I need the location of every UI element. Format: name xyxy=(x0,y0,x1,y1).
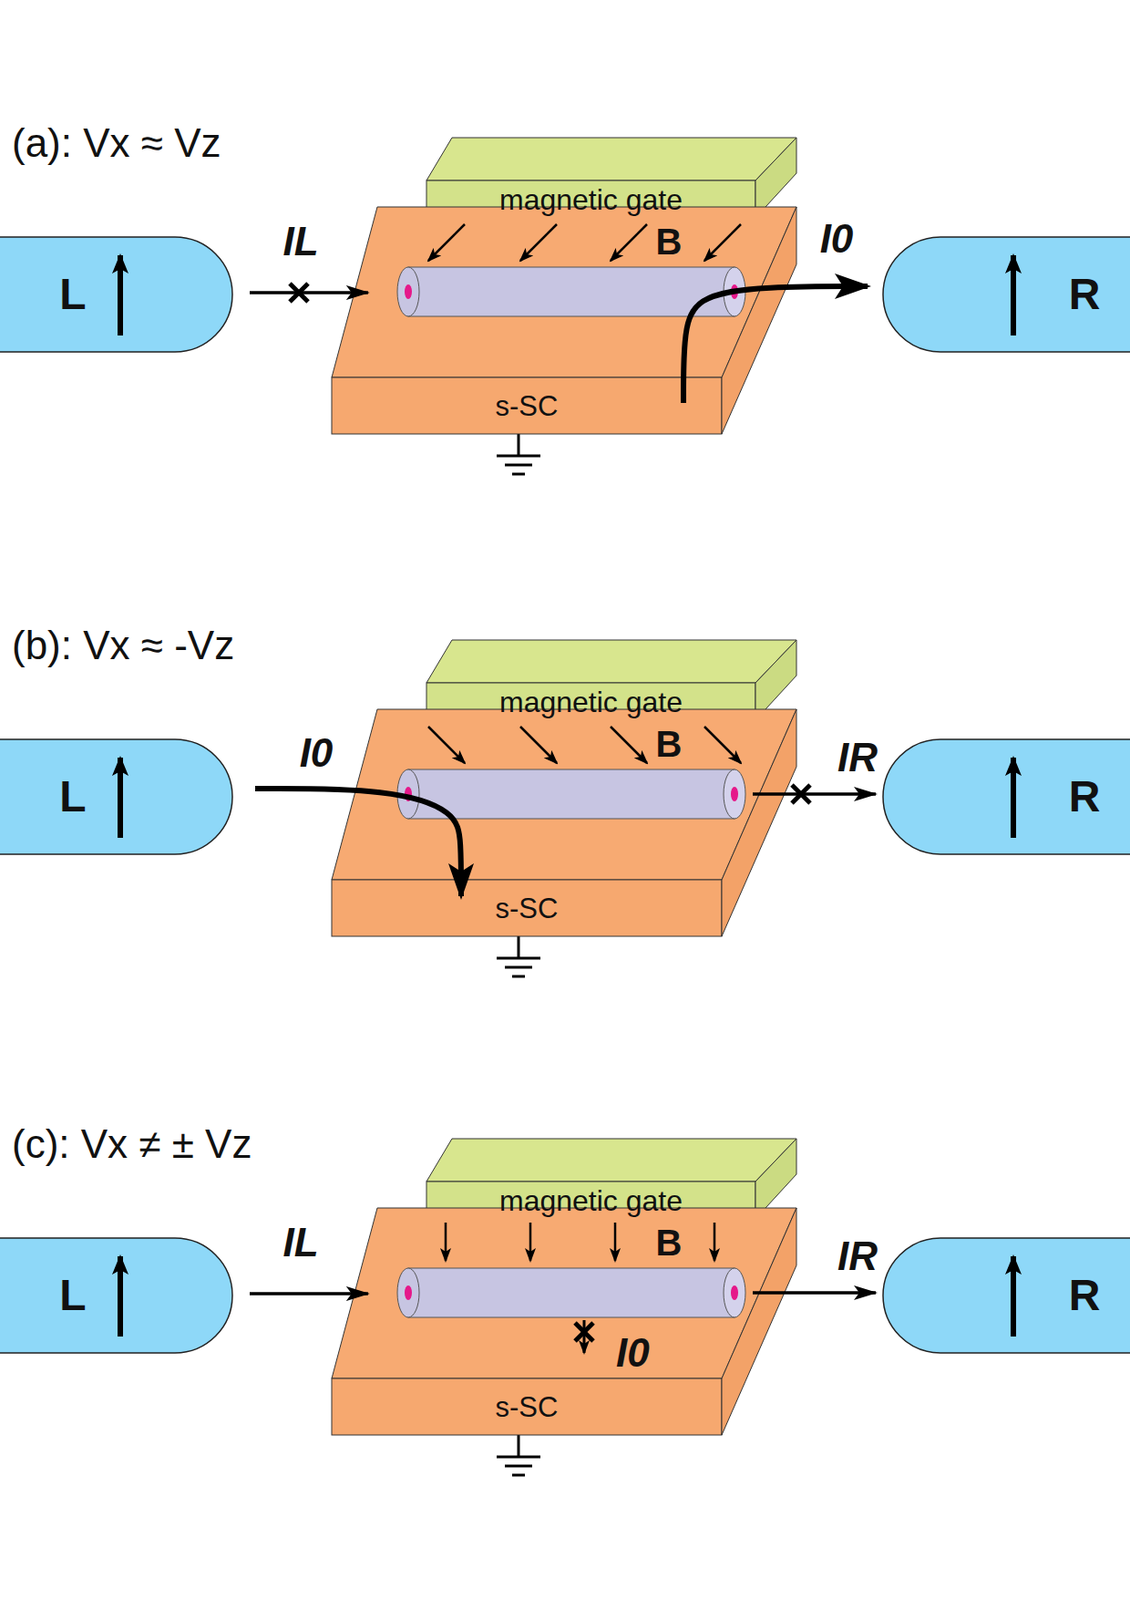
slab-shape xyxy=(331,708,797,936)
spin-arrow xyxy=(1010,757,1017,838)
lead-shape xyxy=(0,739,233,854)
node-outline xyxy=(0,236,233,352)
majorana-mode xyxy=(404,1284,412,1300)
spin-arrow xyxy=(117,255,124,336)
lead-electrode: R xyxy=(883,1237,1130,1353)
gate-shape xyxy=(426,1138,797,1219)
text-area: R xyxy=(1047,1237,1122,1353)
field-arrows xyxy=(428,224,741,261)
panel-title: (a): Vx ≈ Vz xyxy=(11,123,222,164)
text-area: s-SC xyxy=(331,879,722,936)
panel-title: (c): Vx ≠ ± Vz xyxy=(11,1123,252,1164)
current-label: IR xyxy=(837,1235,878,1276)
current-arrow xyxy=(752,791,876,796)
text-area: s-SC xyxy=(331,377,722,434)
blocked-current-arrow xyxy=(583,1319,586,1353)
blocked-mark xyxy=(289,283,309,302)
current-arrow xyxy=(249,1291,369,1295)
node-outline xyxy=(331,708,797,936)
gate-shape xyxy=(426,639,797,720)
spin-arrow xyxy=(117,1255,124,1336)
majorana-mode xyxy=(730,786,739,802)
current-arrow xyxy=(683,286,868,403)
node-label: R xyxy=(1068,272,1101,317)
current-arrow xyxy=(255,788,462,896)
lead-electrode: L xyxy=(0,1237,233,1353)
current-arrow xyxy=(249,290,369,295)
node-label: magnetic gate xyxy=(499,1185,683,1215)
superconductor-slab: s-SC xyxy=(331,206,797,434)
lead-electrode: L xyxy=(0,739,233,854)
node-outline xyxy=(0,739,233,854)
lead-electrode: L xyxy=(0,236,233,352)
current-label: I0 xyxy=(616,1332,650,1373)
spin-arrow xyxy=(1010,1255,1017,1336)
majorana-mode xyxy=(730,1284,739,1300)
current-arrow xyxy=(752,1290,876,1295)
ground-symbol xyxy=(496,1434,541,1475)
superconductor-slab: s-SC xyxy=(331,708,797,936)
node-label: magnetic gate xyxy=(499,687,683,717)
slab-shape xyxy=(331,206,797,434)
lead-shape xyxy=(883,739,1130,854)
lead-shape xyxy=(883,236,1130,352)
slab-shape xyxy=(331,1207,797,1435)
lead-shape xyxy=(0,236,233,352)
spin-arrow xyxy=(117,757,124,838)
node-outline xyxy=(331,206,797,434)
magnetic-gate: magnetic gate xyxy=(426,639,797,720)
magnetic-gate: magnetic gate xyxy=(426,1138,797,1219)
ground-symbol xyxy=(496,935,541,976)
field-label: B xyxy=(656,725,683,762)
text-area: s-SC xyxy=(331,1377,722,1435)
current-label: IL xyxy=(282,1222,319,1263)
spin-arrow xyxy=(1010,255,1017,336)
field-arrows xyxy=(445,1222,715,1261)
current-label: IL xyxy=(282,221,319,262)
node-outline xyxy=(331,1207,797,1435)
lead-electrode: R xyxy=(883,236,1130,352)
majorana-mode xyxy=(404,284,412,299)
nanowire xyxy=(397,1267,746,1317)
field-label: B xyxy=(656,223,683,260)
current-label: I0 xyxy=(820,218,854,259)
ground-symbol xyxy=(496,433,541,474)
lead-shape xyxy=(883,1237,1130,1353)
field-label: B xyxy=(656,1223,683,1261)
lead-electrode: R xyxy=(883,739,1130,854)
lead-shape xyxy=(0,1237,233,1353)
panel-title: (b): Vx ≈ -Vz xyxy=(11,625,235,666)
gate-shape xyxy=(426,137,797,218)
node-label: L xyxy=(59,1273,86,1317)
text-area: L xyxy=(36,1237,110,1353)
node-label: R xyxy=(1068,774,1101,819)
text-area: L xyxy=(36,739,110,854)
text-area: L xyxy=(36,236,110,352)
field-arrows xyxy=(428,726,741,763)
blocked-mark xyxy=(791,784,811,803)
node-label: s-SC xyxy=(495,1392,559,1421)
magnetic-gate: magnetic gate xyxy=(426,137,797,218)
current-label: IR xyxy=(837,737,878,778)
node-label: s-SC xyxy=(495,391,559,421)
node-label: R xyxy=(1068,1273,1101,1317)
text-area: R xyxy=(1047,236,1122,352)
text-area: R xyxy=(1047,739,1122,854)
current-label: I0 xyxy=(299,732,334,773)
node-label: s-SC xyxy=(495,893,559,923)
superconductor-slab: s-SC xyxy=(331,1207,797,1435)
nanowire xyxy=(397,769,746,819)
node-label: L xyxy=(59,774,86,819)
node-outline xyxy=(0,1237,233,1353)
node-label: magnetic gate xyxy=(499,184,683,215)
node-label: L xyxy=(59,272,86,317)
